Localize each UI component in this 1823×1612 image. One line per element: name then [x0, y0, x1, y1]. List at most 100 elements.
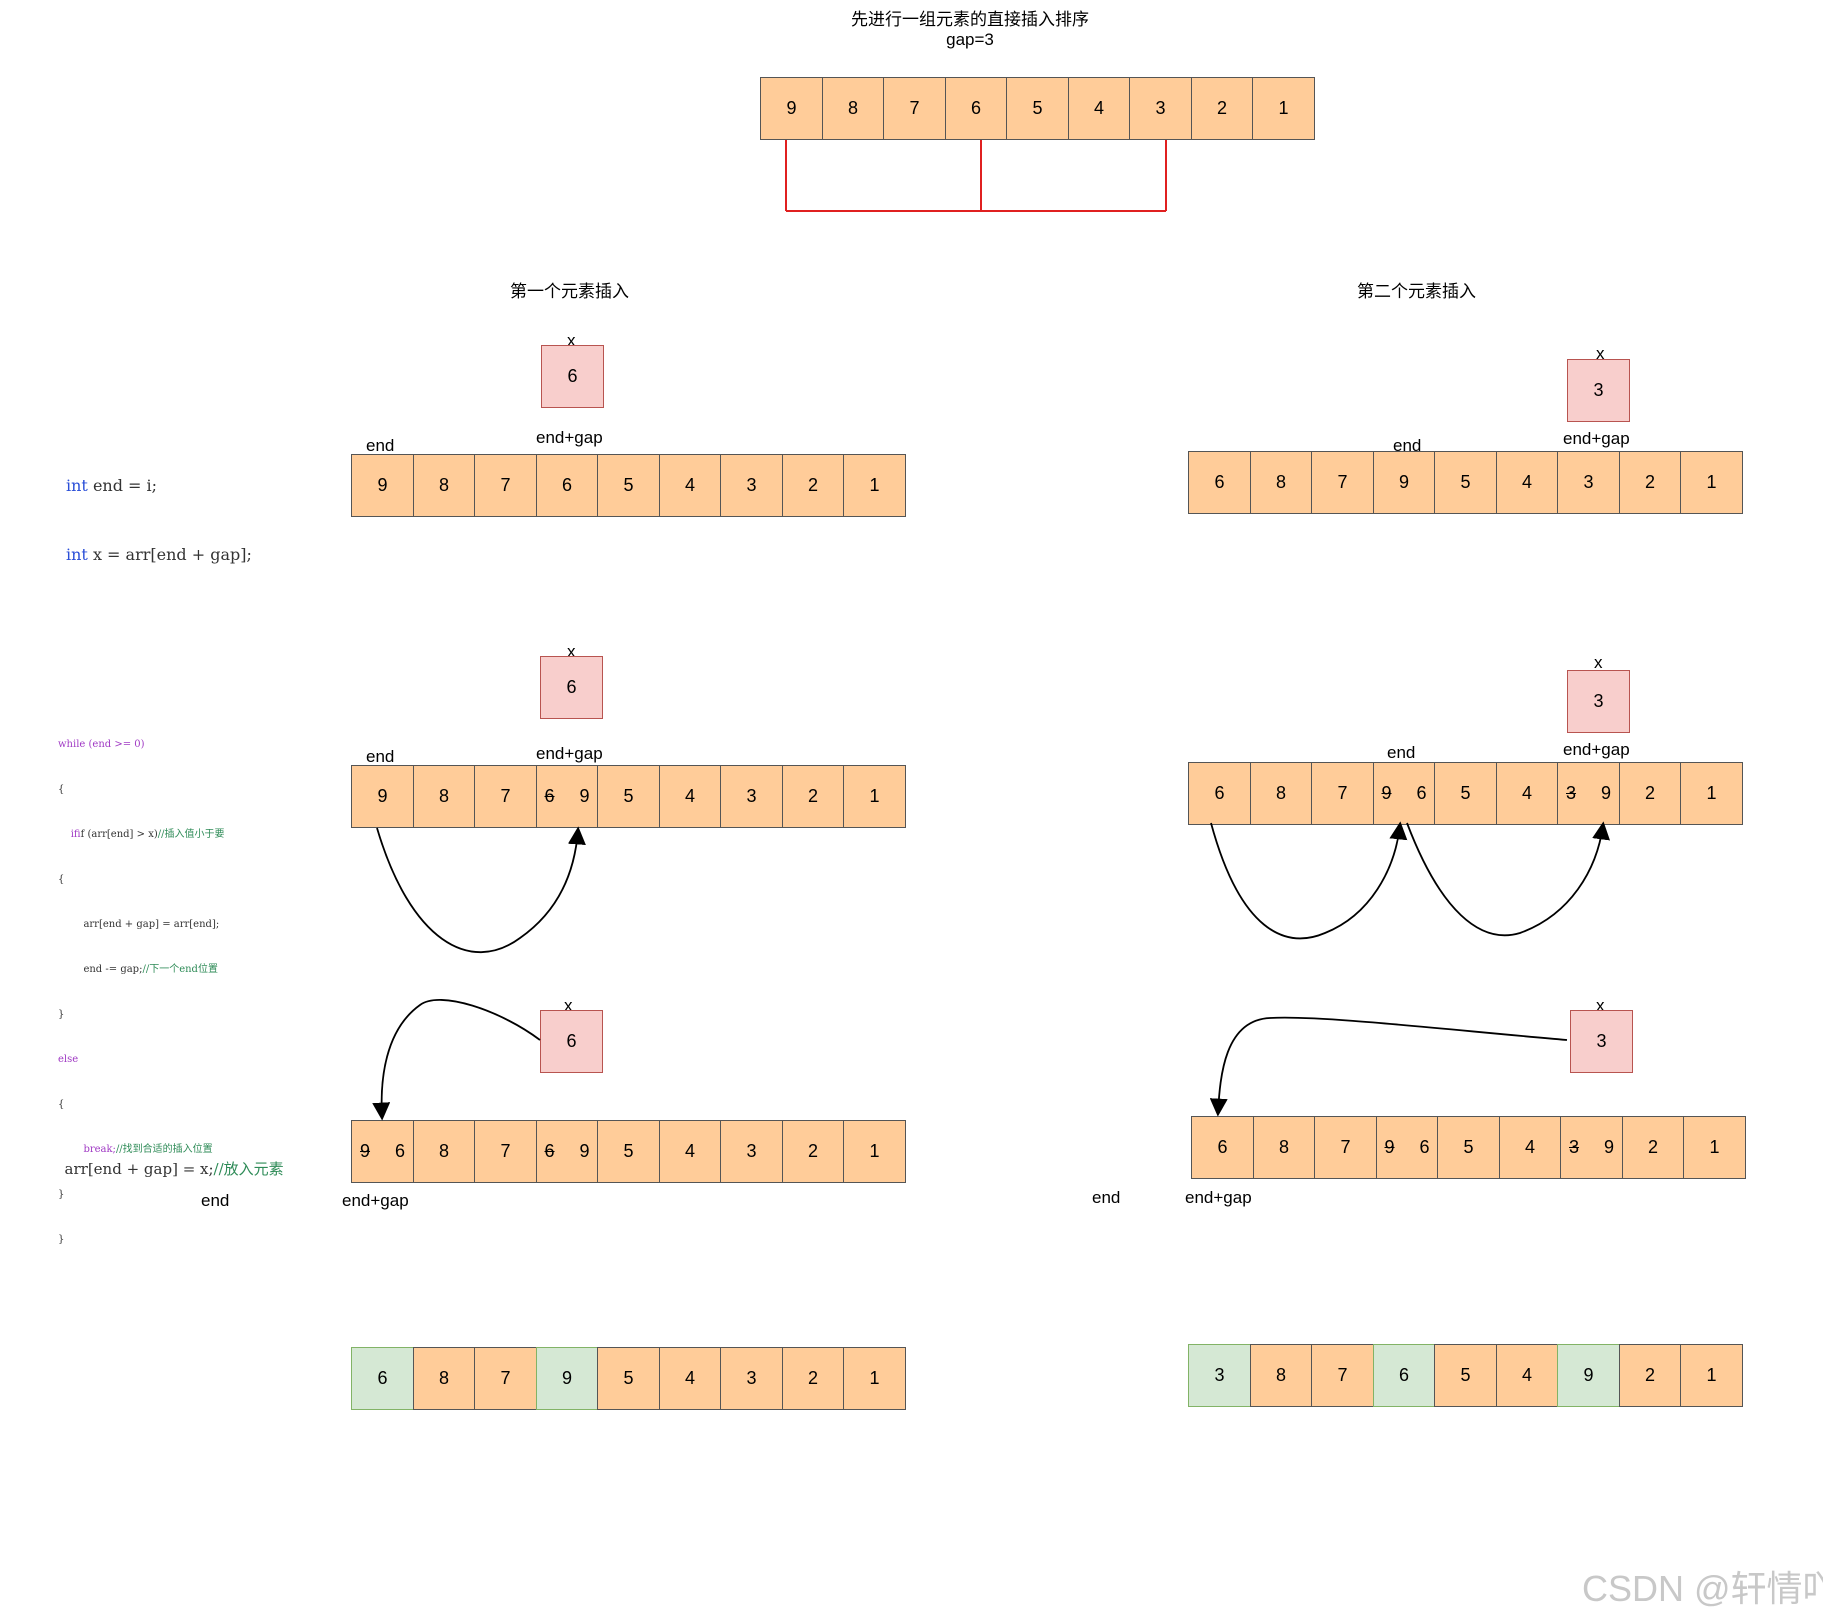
array-cell: 8: [821, 77, 885, 140]
array-cell: 8: [1249, 1344, 1313, 1407]
array-cell: 6: [535, 454, 599, 517]
x-label: x: [567, 331, 576, 350]
array-cell: 4: [658, 454, 722, 517]
old-value: 3: [1569, 1137, 1580, 1157]
old-value: 6: [544, 786, 555, 806]
insert-arrow: [1209, 1016, 1568, 1117]
array-cell: 3: [720, 454, 783, 517]
x-label: x: [1596, 344, 1605, 363]
end-gap-label: end+gap: [1563, 429, 1630, 448]
left-section-title: 第一个元素插入: [510, 282, 629, 301]
end-label: end: [1092, 1188, 1121, 1207]
x-label: x: [567, 642, 576, 661]
array-cell: 5: [597, 1120, 660, 1183]
array-cell: 5: [1434, 451, 1497, 514]
array-cell: 5: [1006, 77, 1069, 140]
end-gap-label: end+gap: [1563, 740, 1630, 759]
array-cell-sorted: 3: [1188, 1344, 1251, 1407]
array-cell: 7: [474, 454, 537, 517]
array-cell: 1: [1683, 1116, 1746, 1179]
end-label: end: [201, 1191, 230, 1210]
array-cell: 4: [1495, 1344, 1559, 1407]
right-section-title: 第二个元素插入: [1357, 282, 1476, 301]
top-array: 9 8 7 6 5 4 3 2 1: [760, 77, 1315, 140]
diagram-title: 先进行一组元素的直接插入排序 gap=3: [851, 10, 1089, 49]
end-label: end: [1387, 743, 1416, 762]
array-cell-sorted: 6: [1372, 1344, 1436, 1407]
array-cell: 9: [351, 765, 414, 828]
array-cell: 2: [781, 1120, 845, 1183]
new-value: 9: [579, 1141, 590, 1161]
array-cell: 9: [760, 77, 823, 140]
array-cell-sorted: 6: [351, 1347, 414, 1410]
array-cell: 2: [781, 1347, 845, 1410]
right-array-stage2: 6 8 7 9 6 5 4 3 9 2 1: [1188, 762, 1743, 825]
array-cell: 7: [1311, 762, 1374, 825]
array-cell: 4: [1495, 451, 1559, 514]
old-value: 9: [1381, 783, 1392, 803]
array-cell: 8: [1249, 451, 1313, 514]
x-box: 3: [1570, 1010, 1633, 1073]
array-cell: 4: [1498, 1116, 1562, 1179]
left-array-result: 6 8 7 9 5 4 3 2 1: [351, 1347, 906, 1410]
array-cell: 5: [597, 454, 660, 517]
move-arrow: [1406, 821, 1611, 937]
array-cell: 6: [1188, 762, 1251, 825]
x-label: x: [564, 996, 573, 1015]
array-cell: 7: [1311, 451, 1374, 514]
code-while-loop: while (end >= 0) { ifif (arr[end] > x)//…: [58, 739, 225, 1245]
x-box: 6: [541, 345, 604, 408]
end-label: end: [366, 747, 395, 766]
array-cell: 1: [1680, 451, 1743, 514]
left-array-stage2: 9 8 7 6 9 5 4 3 2 1: [351, 765, 906, 828]
array-cell: 7: [474, 1120, 537, 1183]
array-cell: 3: [720, 1347, 783, 1410]
array-cell: 6: [1188, 451, 1251, 514]
array-cell: 2: [1618, 762, 1682, 825]
array-cell: 2: [781, 454, 845, 517]
watermark: CSDN @轩情吖: [1582, 1568, 1823, 1609]
array-cell-overwritten: 9 6: [1375, 1116, 1439, 1179]
array-cell: 1: [843, 1120, 906, 1183]
new-value: 9: [579, 786, 590, 806]
array-cell: 1: [843, 765, 906, 828]
end-gap-label: end+gap: [536, 428, 603, 447]
array-cell: 1: [1252, 77, 1315, 140]
array-cell-overwritten: 3 9: [1557, 762, 1620, 825]
x-box: 3: [1567, 359, 1630, 422]
array-cell: 2: [781, 765, 845, 828]
end-label: end: [1393, 436, 1422, 455]
array-cell: 2: [1190, 77, 1254, 140]
right-array-result: 3 8 7 6 5 4 9 2 1: [1188, 1344, 1743, 1407]
array-cell: 5: [1434, 1344, 1497, 1407]
array-cell: 1: [843, 454, 906, 517]
array-cell: 3: [720, 765, 783, 828]
old-value: 9: [360, 1141, 371, 1161]
left-array-stage1: 9 8 7 6 5 4 3 2 1: [351, 454, 906, 517]
insert-arrow: [372, 999, 541, 1121]
new-value: 6: [1416, 783, 1427, 803]
x-box: 6: [540, 656, 603, 719]
end-gap-label: end+gap: [1185, 1188, 1252, 1207]
end-gap-label: end+gap: [536, 744, 603, 763]
code-init: int end = i; int x = arr[end + gap];: [66, 476, 252, 564]
move-arrow: [376, 826, 586, 954]
x-label: x: [1594, 653, 1603, 672]
new-value: 6: [1419, 1137, 1430, 1157]
array-cell: 6: [944, 77, 1008, 140]
array-cell: 8: [412, 1120, 476, 1183]
right-array-stage3: 6 8 7 9 6 5 4 3 9 2 1: [1191, 1116, 1746, 1179]
array-cell: 1: [843, 1347, 906, 1410]
old-value: 9: [1384, 1137, 1395, 1157]
end-label: end: [366, 436, 395, 455]
array-cell: 1: [1680, 762, 1743, 825]
array-cell: 2: [1618, 1344, 1682, 1407]
array-cell-overwritten: 6 9: [535, 765, 599, 828]
array-cell: 7: [1311, 1344, 1374, 1407]
left-array-stage3: 9 6 8 7 6 9 5 4 3 2 1: [351, 1120, 906, 1183]
array-cell-sorted: 9: [535, 1347, 599, 1410]
array-cell: 4: [658, 765, 722, 828]
array-cell-overwritten: 6 9: [535, 1120, 599, 1183]
array-cell: 3: [720, 1120, 783, 1183]
